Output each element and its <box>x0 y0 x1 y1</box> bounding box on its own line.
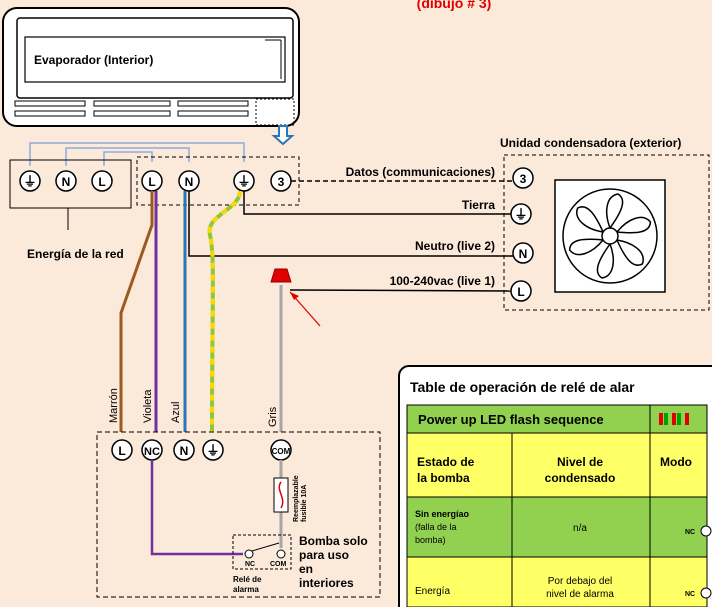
ground-icon: ⏚ <box>23 174 36 189</box>
ground-icon: ⏚ <box>237 174 250 189</box>
outdoor-3-label: 3 <box>520 172 527 186</box>
outdoor-unit-label: Unidad condensadora (exterior) <box>500 136 681 150</box>
pump-l-label: L <box>118 444 125 458</box>
mains-bracket <box>9 159 132 209</box>
down-arrow-icon <box>271 125 295 146</box>
row1-mode: NC <box>685 529 695 536</box>
indoor-n-label: N <box>185 175 194 189</box>
table-title: Table de operación de relé de alar <box>410 379 635 395</box>
pump-com-label: COM <box>272 447 291 456</box>
live-line-label: 100-240vac (live 1) <box>390 274 495 288</box>
outdoor-n-terminal <box>512 242 534 264</box>
pump-terminals: L NC N ⏚ COM <box>111 439 292 461</box>
pump-n-terminal <box>173 439 195 461</box>
relay-label-1: Relé de <box>233 575 262 584</box>
interconnect-wires <box>188 180 513 292</box>
mains-l-terminal <box>91 170 113 192</box>
mains-terminals: ⏚ N L <box>19 170 113 192</box>
mains-l-label: L <box>98 175 105 189</box>
pump-nc-label: NC <box>144 446 160 458</box>
alarm-cutoff-icon <box>270 268 292 283</box>
outdoor-unit <box>503 154 710 311</box>
relay-com-contact <box>276 549 286 559</box>
pump-note-4: interiores <box>299 576 354 590</box>
mains-ground-terminal <box>19 170 41 192</box>
neutral-line-label: Neutro (live 2) <box>415 239 495 253</box>
pump-note-2: para uso <box>299 548 349 562</box>
col-state-1: Estado de <box>417 455 475 469</box>
ground-icon: ⏚ <box>514 207 527 222</box>
indoor-unit: Evaporador (Interior) <box>2 7 300 127</box>
relay-nc-contact <box>244 549 254 559</box>
relay-label-2: alarma <box>233 585 259 594</box>
col-state-2: la bomba <box>417 471 470 485</box>
led-sequence-icon <box>659 413 689 425</box>
col-level-2: condensado <box>545 471 616 485</box>
nc-internal-wire <box>150 460 243 556</box>
pump-l-terminal <box>111 439 133 461</box>
row2-mode: NC <box>685 591 695 598</box>
col-mode: Modo <box>660 455 692 469</box>
brown-wire-label: Marrón <box>108 388 120 423</box>
outdoor-l-label: L <box>517 285 524 299</box>
diagram-title: (dibujo # 3) <box>417 0 492 11</box>
indoor-unit-label: Evaporador (Interior) <box>34 53 153 67</box>
row1-level: n/a <box>573 523 587 534</box>
ground-icon: ⏚ <box>206 443 219 458</box>
brown-wire <box>119 191 154 432</box>
relay-nc-label: NC <box>245 561 255 568</box>
row2-state: Energía <box>415 586 450 597</box>
fan-icon <box>562 188 658 284</box>
mains-label: Energía de la red <box>27 247 124 261</box>
mains-n-terminal <box>55 170 77 192</box>
row1-state-1: Sin energíao <box>415 509 470 519</box>
outdoor-terminals: 3 ⏚ N L <box>510 167 534 302</box>
blue-wire-label: Azul <box>170 402 182 423</box>
grey-wire-label: Gris <box>267 406 279 427</box>
pump-note-1: Bomba solo <box>299 534 368 548</box>
relay-box <box>232 534 292 570</box>
pump-ground-terminal <box>202 439 224 461</box>
row2-level-2: nivel de alarma <box>546 589 614 600</box>
indoor-3-label: 3 <box>278 175 285 189</box>
fuse-label-1: Reemplazable <box>293 475 300 522</box>
indoor-terminals: L N ⏚ 3 <box>141 170 292 192</box>
row2-level-1: Por debajo del <box>548 576 613 587</box>
indoor-l-label: L <box>148 175 155 189</box>
pump-n-label: N <box>180 444 189 458</box>
mains-n-label: N <box>62 175 71 189</box>
row1-state-3: bomba) <box>415 535 446 545</box>
outdoor-n-label: N <box>519 247 528 261</box>
relay-com-label: COM <box>270 561 287 568</box>
earth-line-label: Tierra <box>462 198 495 212</box>
table-header-row: Power up LED flash sequence <box>418 412 604 427</box>
violet-wire-label: Violeta <box>142 389 154 423</box>
pump-note-3: en <box>299 562 313 576</box>
row1-state-2: (falla de la <box>415 522 457 532</box>
outdoor-3-terminal <box>512 167 534 189</box>
alarm-relay-table: Table de operación de relé de alar Power… <box>398 365 712 607</box>
pump-box <box>96 431 381 598</box>
data-line-label: Datos (communicaciones) <box>346 165 495 179</box>
fuse-label-2: fusible 10A <box>301 485 308 522</box>
col-level-1: Nivel de <box>557 455 603 469</box>
